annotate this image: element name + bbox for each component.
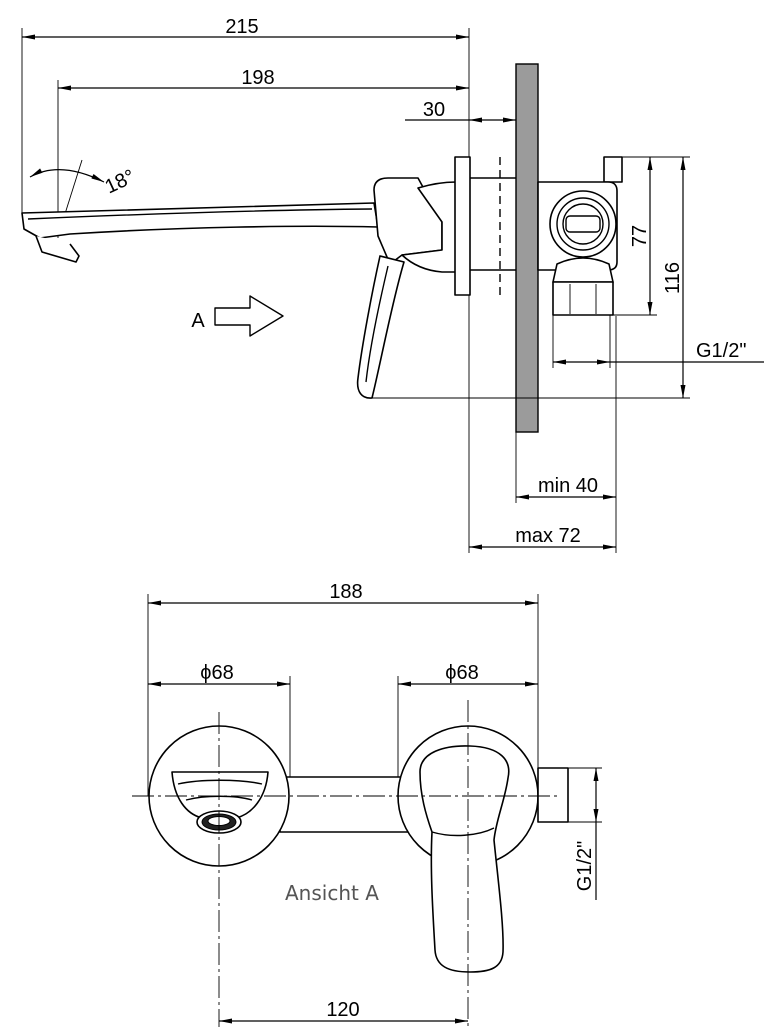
view-arrow-icon: [214, 295, 284, 337]
view-arrow-label: A: [191, 310, 205, 332]
concealed-body-tab: [603, 156, 623, 183]
spout: [21, 202, 379, 239]
mixer-body: [373, 177, 443, 265]
dimension-label-77: 77: [629, 225, 651, 247]
dimension-label-188: 188: [329, 581, 362, 603]
connection-nut: [552, 281, 614, 316]
angle-label: 18°: [102, 166, 139, 199]
front-view: 188 ϕ68 ϕ68 G1/2" 120 Ansicht A: [132, 581, 602, 1027]
spout-outlet: [35, 235, 80, 263]
dimension-label-215: 215: [225, 16, 258, 38]
lever-front-edge: [431, 827, 495, 837]
dimension-label-30: 30: [423, 99, 445, 121]
dimension-label-max-depth: max 72: [515, 525, 581, 547]
dimension-label-diameter-right: ϕ68: [445, 662, 478, 684]
side-view: 215 198 30 18°: [21, 16, 764, 553]
concealed-body-port-inner: [562, 203, 604, 245]
view-caption: Ansicht A: [285, 881, 379, 905]
wall-section: [515, 63, 539, 433]
thread-label-front: G1/2": [574, 841, 596, 891]
connecting-pipe: [279, 776, 409, 833]
concealed-body-port-slot: [565, 215, 601, 233]
dimension-label-diameter-left: ϕ68: [200, 662, 233, 684]
dimension-label-116: 116: [662, 262, 684, 294]
dimension-label-198: 198: [241, 67, 274, 89]
angle-arc: [29, 168, 105, 183]
dimension-label-120: 120: [326, 999, 359, 1021]
thread-connector: [537, 767, 569, 823]
dimension-label-min-depth: min 40: [538, 475, 598, 497]
lever-side-inner: [365, 265, 389, 383]
spout-top-edge: [27, 208, 373, 220]
flange: [454, 156, 471, 296]
lever-front: [419, 745, 510, 973]
spout-outlet-inner: [177, 779, 263, 785]
lever-side: [356, 255, 405, 399]
connection-nut-top: [552, 257, 614, 283]
concealed-body-port-outer: [549, 190, 617, 258]
concealed-body-port-ring: [556, 197, 610, 251]
mixer-neck: [401, 181, 457, 273]
thread-label-side: G1/2": [696, 340, 746, 362]
